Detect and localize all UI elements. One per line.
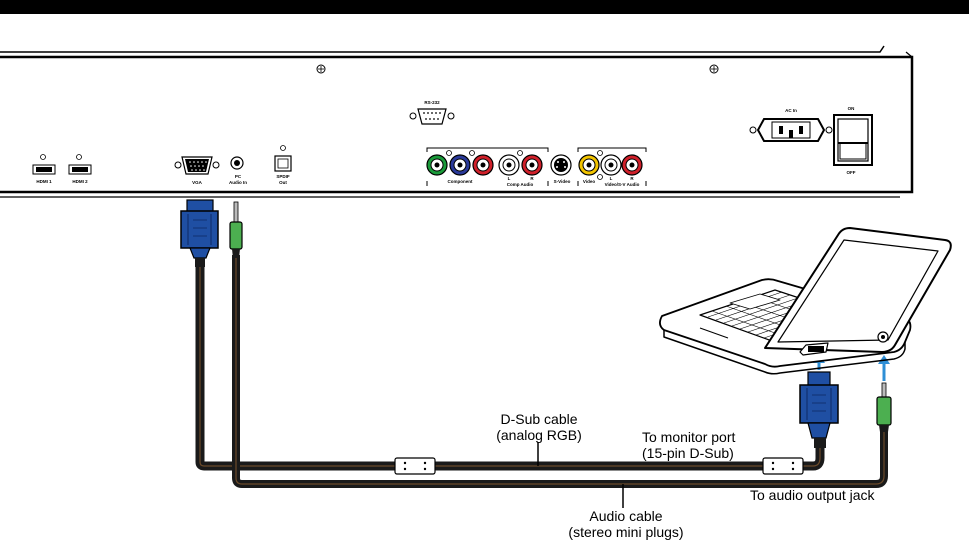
screw-icon	[709, 64, 719, 74]
video-audio-l: L	[610, 176, 613, 181]
rs232-port-icon: RS-232	[409, 100, 455, 125]
audio-jack-icon: PC Audio In	[229, 156, 247, 185]
rca-jack-white-icon	[600, 154, 622, 176]
rca-jack-red-icon	[621, 154, 643, 176]
ac-in-label: AC In	[785, 108, 797, 113]
hdmi2-label: HDMI 2	[72, 179, 88, 184]
power-socket-icon: AC In	[749, 108, 833, 142]
spdif-label-1: SPDIF	[276, 174, 290, 179]
audio-cable-label-2: (stereo mini plugs)	[568, 524, 683, 540]
rca-jack-blue-icon	[449, 154, 471, 176]
rs232-label: RS-232	[424, 100, 440, 105]
comp-audio-label: Comp Audio	[507, 182, 534, 187]
svideo-port-icon: S-Video	[550, 154, 572, 184]
spdif-port-icon: SPDIF Out	[274, 145, 292, 185]
vga-label: VGA	[192, 180, 203, 185]
video-audio-r: R	[630, 176, 634, 181]
top-bar	[0, 0, 969, 14]
rca-jack-red-icon	[472, 154, 494, 176]
hdmi-port-icon: HDMI 1	[32, 154, 56, 184]
pc-audio-label-2: Audio In	[229, 180, 247, 185]
video-sv-audio-label: Video/S-V Audio	[605, 182, 640, 187]
audio-output-label: To audio output jack	[750, 487, 876, 503]
ferrite-core	[762, 457, 804, 475]
comp-audio-r: R	[530, 176, 534, 181]
video-label: Video	[583, 179, 595, 184]
monitor-port-label-2: (15-pin D-Sub)	[642, 445, 734, 461]
power-switch-icon: ON OFF	[833, 106, 873, 175]
hdmi1-label: HDMI 1	[36, 179, 52, 184]
hdmi-port-icon: HDMI 2	[68, 154, 92, 184]
laptop-icon	[659, 227, 952, 375]
pc-audio-label-1: PC	[235, 174, 242, 179]
vga-plug-icon	[180, 199, 219, 267]
monitor-port-label-1: To monitor port	[642, 429, 735, 445]
power-on-label: ON	[848, 106, 855, 111]
arrow-up-icon	[878, 355, 890, 381]
rca-jack-green-icon	[426, 154, 448, 176]
audio-plug-icon	[229, 201, 243, 258]
screw-icon	[316, 64, 326, 74]
vga-plug-icon	[799, 371, 839, 448]
component-ports: Component L R Comp Audio	[426, 147, 549, 187]
rca-jack-white-icon	[498, 154, 520, 176]
spdif-label-2: Out	[279, 180, 287, 185]
audio-cable	[232, 255, 888, 488]
dsub-cable	[195, 265, 825, 471]
video-ports: Video L R Video/S-V Audio	[577, 147, 647, 187]
vga-port-icon: VGA	[174, 156, 220, 185]
audio-cable-label-1: Audio cable	[589, 508, 662, 524]
ferrite-core	[394, 457, 436, 475]
comp-audio-l: L	[508, 176, 511, 181]
dsub-cable-label-1: D-Sub cable	[500, 411, 577, 427]
power-off-label: OFF	[847, 170, 856, 175]
rca-jack-yellow-icon	[578, 154, 600, 176]
audio-plug-icon	[876, 382, 892, 432]
rca-jack-red-icon	[521, 154, 543, 176]
component-label: Component	[448, 179, 473, 184]
monitor-rear-panel: HDMI 1 HDMI 2 VGA PC Audi	[0, 45, 914, 198]
dsub-cable-label-2: (analog RGB)	[496, 427, 582, 443]
svideo-label: S-Video	[554, 179, 571, 184]
